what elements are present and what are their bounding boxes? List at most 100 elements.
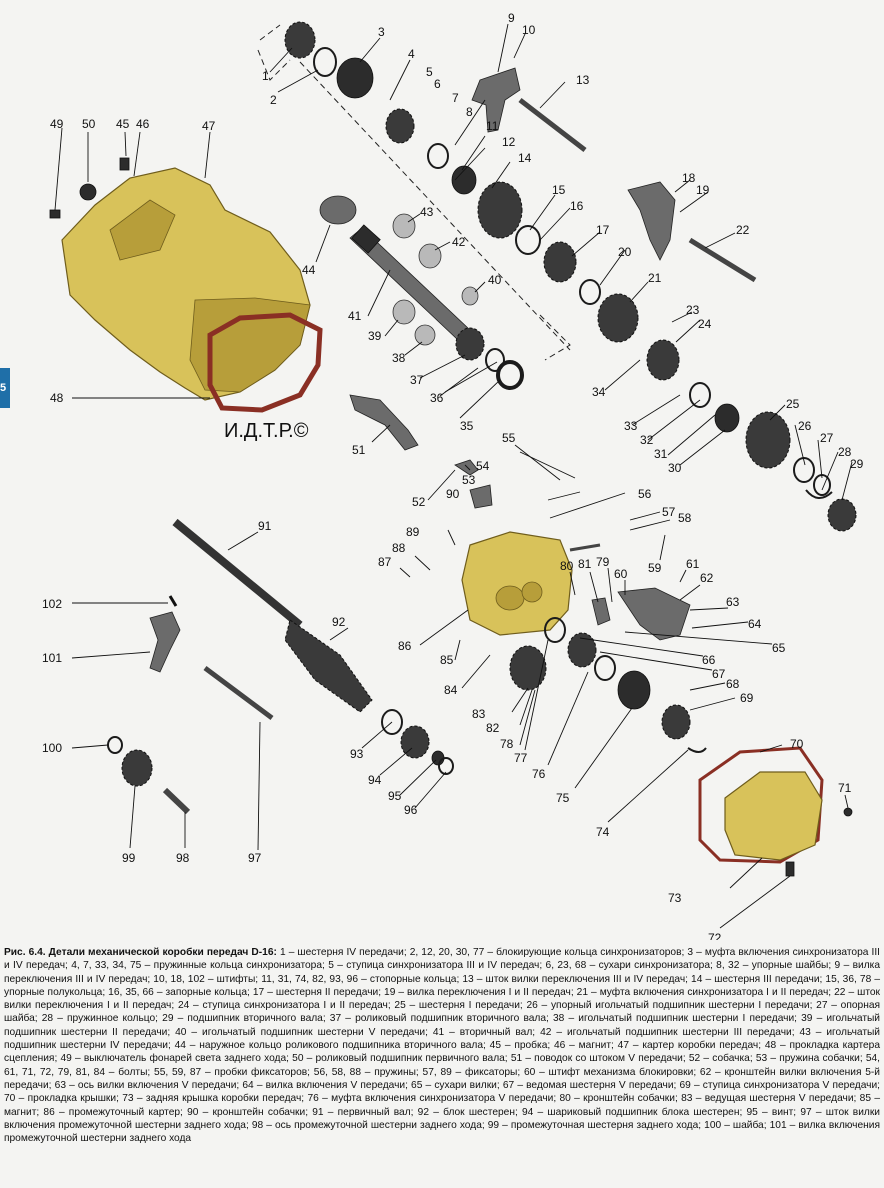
callout-45: 45 bbox=[116, 117, 130, 131]
callout-77: 77 bbox=[514, 751, 528, 765]
sleeve-3 bbox=[336, 57, 374, 99]
callout-82: 82 bbox=[486, 721, 500, 735]
callout-96: 96 bbox=[404, 803, 418, 817]
lever-51 bbox=[349, 394, 419, 451]
callout-64: 64 bbox=[748, 617, 762, 631]
ring-12 bbox=[427, 143, 449, 169]
snap-ring-96 bbox=[438, 757, 454, 775]
gear-block-92 bbox=[284, 619, 373, 713]
gearbox-housing-47 bbox=[49, 157, 311, 401]
callout-87: 87 bbox=[378, 555, 392, 569]
callout-67: 67 bbox=[712, 667, 726, 681]
callout-50: 50 bbox=[82, 117, 96, 131]
ring-66 bbox=[544, 617, 566, 643]
callout-91: 91 bbox=[258, 519, 272, 533]
bracket-80 bbox=[591, 597, 611, 626]
callout-100: 100 bbox=[42, 741, 62, 755]
hub-24 bbox=[646, 339, 680, 381]
callout-28: 28 bbox=[838, 445, 852, 459]
callout-16: 16 bbox=[570, 199, 584, 213]
callout-88: 88 bbox=[392, 541, 406, 555]
callout-1: 1 bbox=[262, 69, 269, 83]
callout-14: 14 bbox=[518, 151, 532, 165]
callout-58: 58 bbox=[678, 511, 692, 525]
callout-81: 81 bbox=[578, 557, 592, 571]
callout-17: 17 bbox=[596, 223, 610, 237]
callout-94: 94 bbox=[368, 773, 382, 787]
needle-bearing-39 bbox=[392, 299, 416, 325]
bearing-26 bbox=[793, 457, 815, 483]
watermark-text: И.Д.Т.Р.© bbox=[224, 420, 309, 442]
callout-62: 62 bbox=[700, 571, 714, 585]
needle-bearing-38 bbox=[414, 324, 436, 346]
callout-10: 10 bbox=[522, 23, 536, 37]
callout-99: 99 bbox=[122, 851, 136, 865]
gear-14 bbox=[477, 181, 523, 239]
bolt-72 bbox=[785, 861, 795, 877]
callout-83: 83 bbox=[472, 707, 486, 721]
sleeve-21 bbox=[597, 293, 639, 343]
callout-57: 57 bbox=[662, 505, 676, 519]
callout-85: 85 bbox=[440, 653, 454, 667]
callout-61: 61 bbox=[686, 557, 700, 571]
sleeve-76 bbox=[617, 670, 651, 710]
roller-bearing-50 bbox=[79, 183, 97, 201]
callout-95: 95 bbox=[388, 789, 402, 803]
gear-1 bbox=[284, 21, 316, 59]
rod-13 bbox=[518, 98, 587, 152]
callout-97: 97 bbox=[248, 851, 262, 865]
half-ring-15 bbox=[515, 225, 541, 255]
fork-9 bbox=[471, 67, 521, 133]
gear-25 bbox=[745, 411, 791, 469]
callout-53: 53 bbox=[462, 473, 476, 487]
caption-title: Рис. 6.4. Детали механической коробки пе… bbox=[4, 947, 277, 958]
callout-35: 35 bbox=[460, 419, 474, 433]
callout-34: 34 bbox=[592, 385, 606, 399]
ring-77 bbox=[594, 655, 616, 681]
callout-25: 25 bbox=[786, 397, 800, 411]
callout-36: 36 bbox=[430, 391, 444, 405]
callout-48: 48 bbox=[50, 391, 64, 405]
pin-102 bbox=[168, 595, 178, 607]
callout-69: 69 bbox=[740, 691, 754, 705]
primary-shaft-91 bbox=[172, 518, 303, 629]
bearing-race-44 bbox=[319, 195, 357, 225]
callout-38: 38 bbox=[392, 351, 406, 365]
hub-5 bbox=[385, 108, 415, 144]
callout-79: 79 bbox=[596, 555, 610, 569]
leader-lines bbox=[54, 23, 853, 929]
callout-15: 15 bbox=[552, 183, 566, 197]
needle-bearing-40 bbox=[461, 286, 479, 306]
callout-72: 72 bbox=[708, 931, 722, 940]
snap-ring-74 bbox=[687, 747, 707, 753]
axle-98 bbox=[162, 787, 191, 815]
rod-97 bbox=[203, 665, 274, 721]
callout-46: 46 bbox=[136, 117, 150, 131]
callout-33: 33 bbox=[624, 419, 638, 433]
exploded-gearbox-diagram: 1 2 3 4 5 6 7 8 9 10 11 12 13 14 15 16 1… bbox=[42, 11, 864, 940]
callout-6: 6 bbox=[434, 77, 441, 91]
bracket-62 bbox=[617, 587, 691, 641]
bearing-94 bbox=[400, 725, 430, 759]
callout-75: 75 bbox=[556, 791, 570, 805]
callout-52: 52 bbox=[412, 495, 426, 509]
callout-26: 26 bbox=[798, 419, 812, 433]
pin-60 bbox=[569, 543, 601, 552]
callout-2: 2 bbox=[270, 93, 277, 107]
callout-102: 102 bbox=[42, 597, 62, 611]
callout-11: 11 bbox=[486, 119, 499, 133]
callout-73: 73 bbox=[668, 891, 682, 905]
callout-29: 29 bbox=[850, 457, 864, 471]
callout-78: 78 bbox=[500, 737, 514, 751]
callout-71: 71 bbox=[838, 781, 852, 795]
pawl-52 bbox=[454, 459, 479, 476]
callout-101: 101 bbox=[42, 651, 62, 665]
callout-23: 23 bbox=[686, 303, 700, 317]
half-ring-36 bbox=[485, 348, 505, 372]
spring-ring-28 bbox=[805, 489, 833, 499]
callout-8: 8 bbox=[466, 105, 473, 119]
callout-56: 56 bbox=[638, 487, 652, 501]
fork-19 bbox=[627, 181, 676, 261]
callout-44: 44 bbox=[302, 263, 316, 277]
callout-27: 27 bbox=[820, 431, 834, 445]
